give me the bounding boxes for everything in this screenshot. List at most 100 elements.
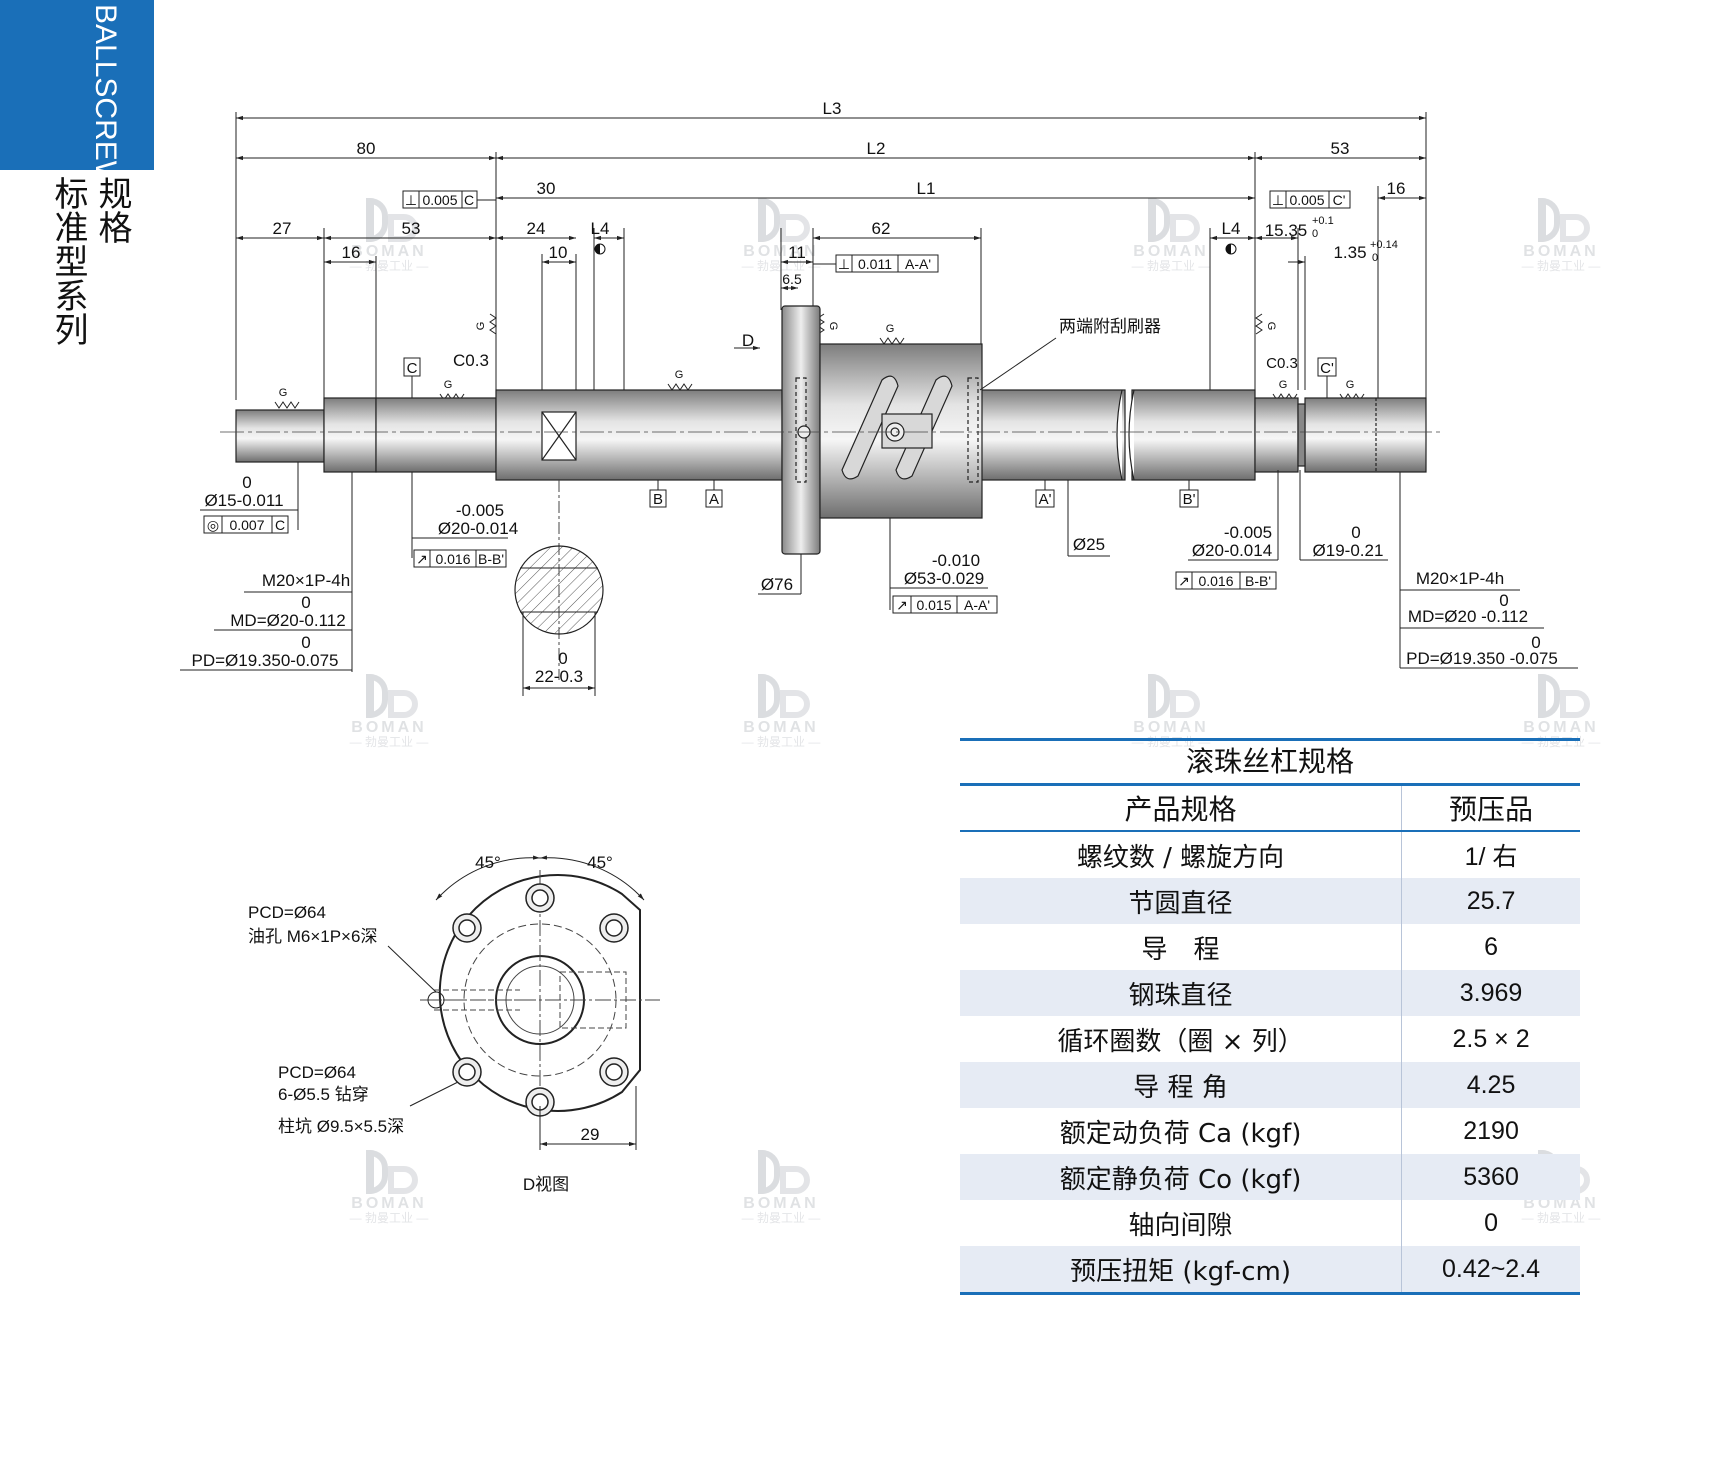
watermark: BOMAN— 勃曼工业 — (1116, 198, 1226, 272)
svg-text:-0.010: -0.010 (932, 551, 980, 570)
spec-value: 25.7 (1401, 878, 1580, 924)
svg-text:M20×1P-4h: M20×1P-4h (1416, 569, 1504, 588)
dim-29: 29 (581, 1125, 600, 1144)
spec-value: 1/ 右 (1464, 843, 1518, 871)
bolt-hole-note: 6-Ø5.5 钻穿 (278, 1085, 369, 1104)
flange-d-view: 45° 45° PCD=Ø64 油孔 M6×1P×6深 PCD=Ø64 6-Ø5… (248, 853, 660, 1194)
watermark: BOMAN— 勃曼工业 — (334, 674, 444, 748)
svg-text:B-B': B-B' (478, 551, 504, 567)
svg-text:Ø76: Ø76 (761, 575, 793, 594)
watermark: BOMAN— 勃曼工业 — (1506, 198, 1616, 272)
spec-label: 预压扭矩 (kgf-cm) (960, 1246, 1403, 1295)
dim-15-35: 15.35 (1265, 221, 1308, 240)
dim-16-right: 16 (1387, 179, 1406, 198)
watermark-logo-icon (1136, 198, 1206, 244)
surface-mark: G (1265, 322, 1277, 331)
perp-tolerance-nut: ⊥ 0.011 A-A' (835, 254, 939, 273)
table-row: 循环圈数（圈 × 列） 2.5 × 2 (960, 1016, 1580, 1062)
ball-nut (781, 305, 983, 555)
dim-24: 24 (527, 219, 546, 238)
spec-value: 2.5 × 2 (1452, 1024, 1530, 1053)
dim-80: 80 (357, 139, 376, 158)
section-title: 规格 标准型系列 (48, 176, 134, 346)
bolt-hole-pcd: PCD=Ø64 (278, 1063, 356, 1082)
right-callouts: -0.005 Ø20-0.014 ↗ 0.016 B-B' 0 Ø19-0.21… (1175, 470, 1578, 669)
svg-text:0.005: 0.005 (422, 192, 457, 208)
datum-b-prime: B' (1183, 491, 1196, 508)
wiper-note: 两端附刮刷器 (1059, 317, 1161, 336)
surface-mark: G (279, 387, 288, 399)
dim-l2: L2 (867, 139, 886, 158)
dim-1-35-tol-lower: 0 (1372, 252, 1378, 264)
svg-text:⊥: ⊥ (1272, 192, 1284, 208)
svg-text:Ø20-0.014: Ø20-0.014 (438, 519, 518, 538)
key-section: 0 22-0.3 (514, 480, 604, 696)
svg-text:PD=Ø19.350 -0.075: PD=Ø19.350 -0.075 (1406, 649, 1558, 668)
middle-callouts: Ø76 -0.010 Ø53-0.029 ↗ 0.015 A-A' Ø25 (758, 337, 1110, 614)
spec-value: 0.42~2.4 (1401, 1246, 1580, 1295)
watermark-logo-icon (354, 674, 424, 720)
angle-right: 45° (587, 853, 613, 872)
watermark-logo-icon (1136, 674, 1206, 720)
watermark: BOMAN— 勃曼工业 — (726, 1150, 836, 1224)
section-tab: BALLSCREWS (0, 0, 154, 209)
svg-text:⊥: ⊥ (405, 192, 417, 208)
dim-27: 27 (273, 219, 292, 238)
dim-l4-left: L4 (591, 219, 610, 238)
dim-1-35-tol-upper: +0.14 (1370, 239, 1398, 251)
datum-a: A (709, 491, 719, 508)
datum-a-prime: A' (1039, 491, 1052, 508)
svg-text:Ø25: Ø25 (1073, 535, 1105, 554)
watermark-logo-icon (1526, 198, 1596, 244)
spec-value: 5360 (1401, 1154, 1580, 1200)
surface-mark: G (444, 379, 453, 391)
counterbore-note: 柱坑 Ø9.5×5.5深 (278, 1117, 404, 1136)
datum-b: B (653, 491, 663, 508)
dim-l3: L3 (823, 99, 842, 118)
spec-label: 轴向间隙 (960, 1200, 1403, 1246)
svg-text:A-A': A-A' (905, 256, 931, 272)
svg-text:↗: ↗ (896, 597, 908, 613)
table-row: 额定动负荷 Ca (kgf)2190 (960, 1108, 1580, 1154)
svg-text:M20×1P-4h: M20×1P-4h (262, 571, 350, 590)
dim-53-left: 53 (402, 219, 421, 238)
dim-11: 11 (788, 243, 806, 262)
svg-text:↗: ↗ (1178, 573, 1190, 589)
section-title-part2: 标准型系列 (48, 176, 88, 346)
svg-text:⊥: ⊥ (838, 256, 850, 272)
datum-c: C (407, 360, 418, 377)
svg-text:0.005: 0.005 (1289, 192, 1324, 208)
spec-label: 循环圈数（圈 × 列） (960, 1016, 1403, 1062)
view-caption: D视图 (523, 1175, 569, 1194)
chamfer-right: C0.3 (1266, 355, 1298, 372)
svg-text:0: 0 (558, 649, 567, 668)
watermark: BOMAN— 勃曼工业 — (1116, 674, 1226, 748)
section-title-part1: 规格 (92, 176, 132, 244)
view-arrow-d: D (742, 331, 754, 350)
dim-30: 30 (537, 179, 556, 198)
watermark: BOMAN— 勃曼工业 — (726, 674, 836, 748)
surface-mark: G (675, 369, 684, 381)
spec-label: 节圆直径 (960, 878, 1403, 924)
svg-text:0.016: 0.016 (435, 551, 470, 567)
dim-15-35-tol-upper: +0.1 (1312, 215, 1334, 227)
dim-53-right: 53 (1331, 139, 1350, 158)
datum-c-prime: C' (1320, 360, 1334, 377)
section-tab-text: BALLSCREWS (89, 4, 122, 210)
svg-text:◎: ◎ (207, 517, 219, 533)
table-row: 额定静负荷 Co (kgf)5360 (960, 1154, 1580, 1200)
surface-mark: G (1346, 379, 1355, 391)
table-row: 预压扭矩 (kgf-cm)0.42~2.4 (960, 1246, 1580, 1295)
svg-text:0: 0 (1499, 591, 1508, 610)
left-callouts: 0 Ø15-0.011 ◎ 0.007 C -0.005 Ø20-0.014 ↗… (180, 462, 518, 672)
perp-tolerance-right: ⊥ 0.005 C' (1269, 190, 1351, 209)
svg-text:0: 0 (301, 593, 310, 612)
svg-text:0: 0 (1531, 633, 1540, 652)
svg-text:0.007: 0.007 (229, 517, 264, 533)
surface-mark: G (886, 323, 895, 335)
spec-label: 导 程 (960, 924, 1403, 970)
